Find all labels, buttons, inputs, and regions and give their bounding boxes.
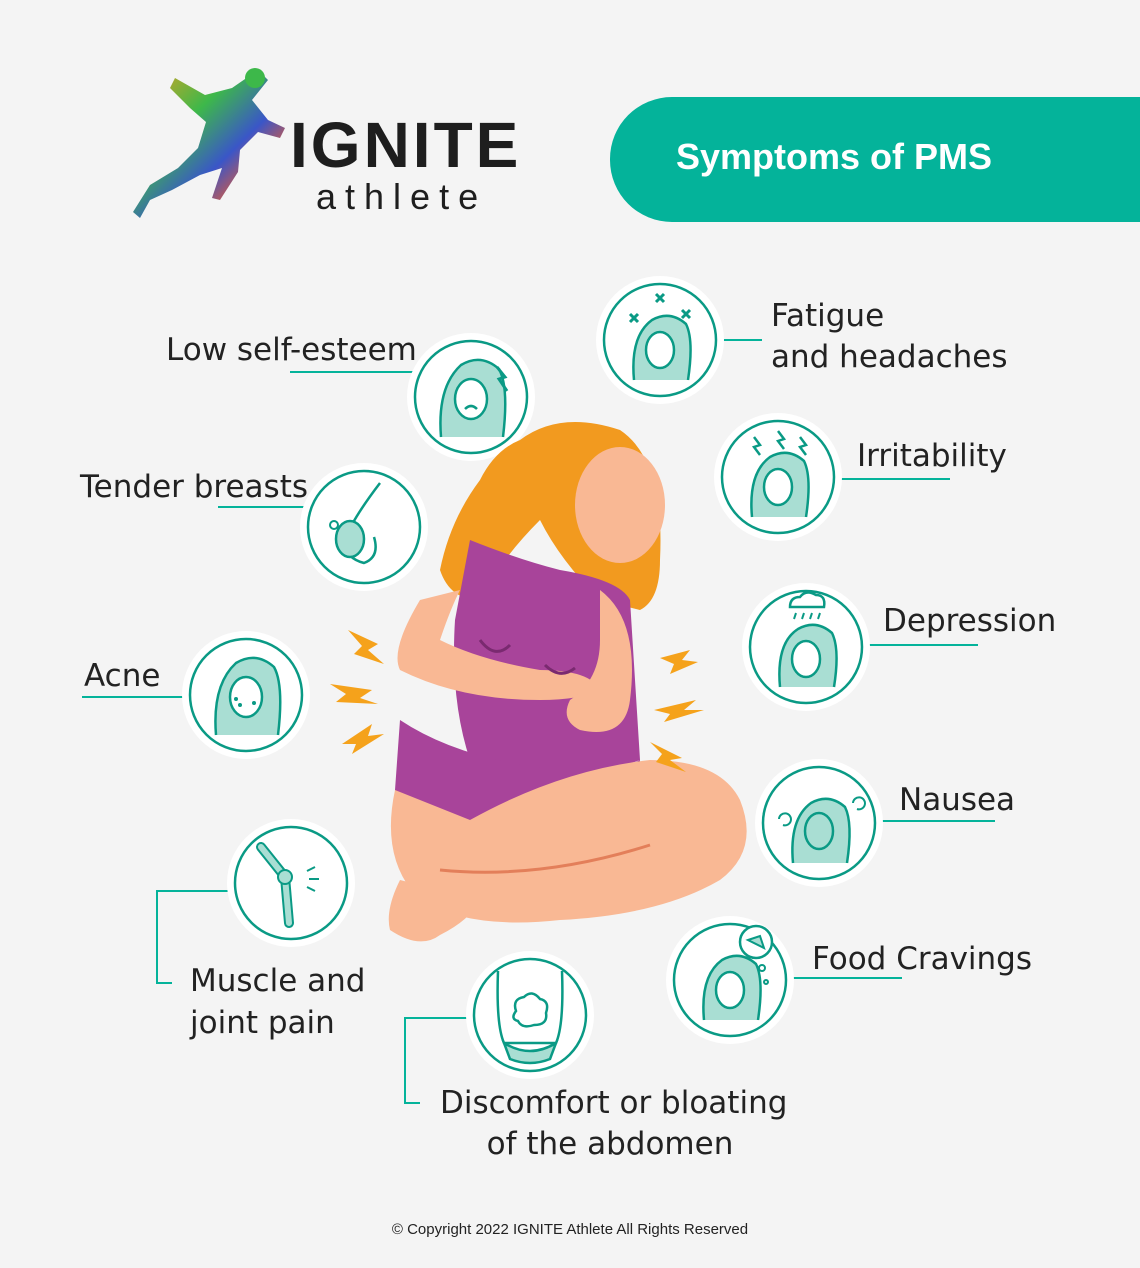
label-food-cravings: Food Cravings	[812, 941, 1033, 977]
fatigue-headaches-icon	[596, 276, 724, 404]
label-discomfort-line1: Discomfort or bloating	[440, 1085, 788, 1121]
label-depression: Depression	[883, 603, 1057, 639]
muscle-joint-icon	[227, 819, 355, 947]
label-acne: Acne	[84, 658, 161, 694]
label-muscle-joint-line2: joint pain	[190, 1005, 335, 1041]
copyright-footer: © Copyright 2022 IGNITE Athlete All Righ…	[391, 1221, 749, 1238]
label-fatigue-line2: and headaches	[771, 339, 1008, 375]
logo-runner-icon	[133, 68, 285, 218]
label-fatigue-line1: Fatigue	[771, 298, 885, 334]
woman-illustration	[388, 422, 747, 942]
tender-breasts-icon	[300, 463, 428, 591]
brand-name: IGNITE	[290, 109, 522, 181]
label-muscle-joint-line1: Muscle and	[190, 963, 366, 999]
label-nausea: Nausea	[899, 782, 1016, 818]
discomfort-bloating-icon	[466, 951, 594, 1079]
food-cravings-icon	[666, 916, 794, 1044]
acne-icon	[182, 631, 310, 759]
nausea-icon	[755, 759, 883, 887]
low-self-esteem-icon	[407, 333, 535, 461]
banner-title: Symptoms of PMS	[676, 136, 993, 177]
label-discomfort-line2: of the abdomen	[486, 1126, 734, 1162]
brand-tagline: athlete	[316, 176, 488, 217]
depression-icon	[742, 583, 870, 711]
title-banner	[610, 97, 1140, 222]
label-irritability: Irritability	[857, 438, 1007, 474]
label-low-self-esteem: Low self-esteem	[166, 332, 417, 368]
label-tender-breasts: Tender breasts	[80, 469, 309, 505]
pain-bolt-icons	[330, 630, 704, 772]
connector-lines	[82, 339, 995, 1104]
irritability-icon	[714, 413, 842, 541]
